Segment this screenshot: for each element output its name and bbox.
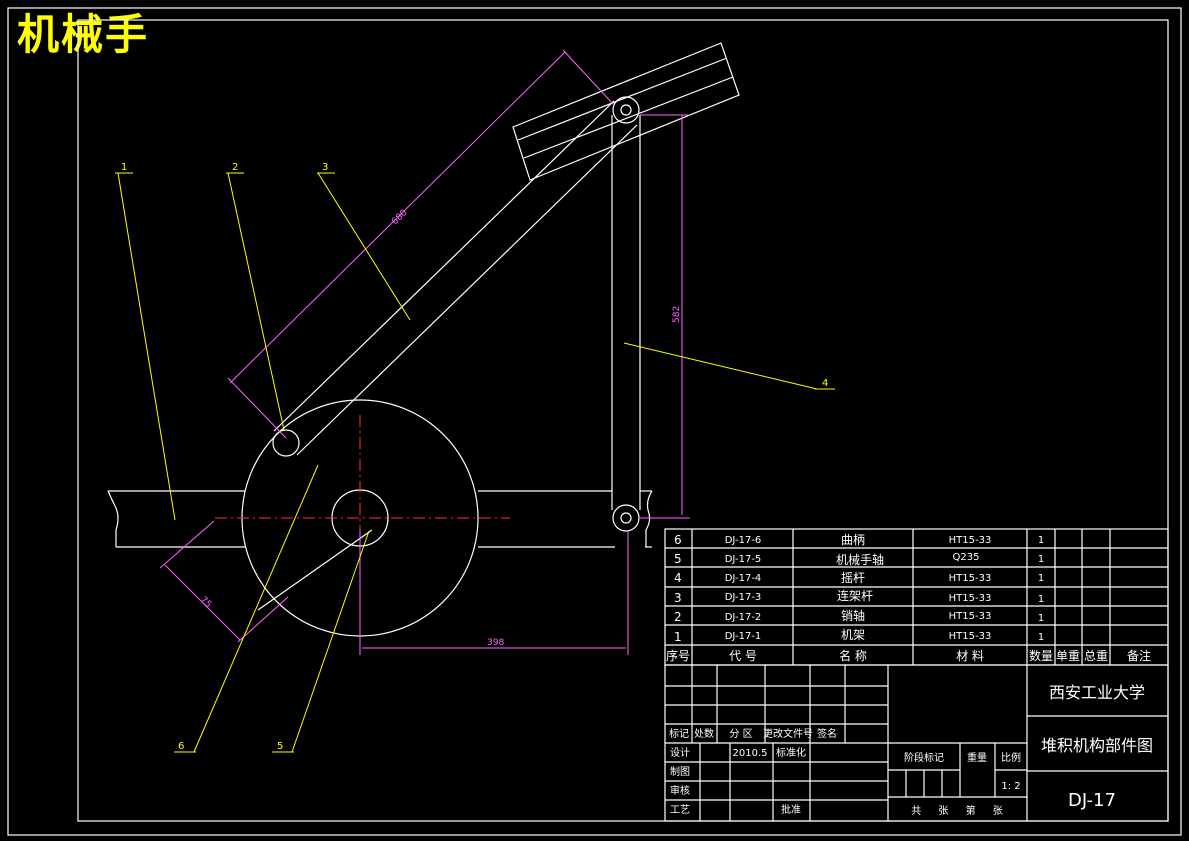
- parts-list: 6 DJ-17-6 曲柄 HT15-33 1 5 DJ-17-5 机械手轴 Q2…: [664, 528, 1169, 666]
- svg-text:4: 4: [822, 378, 828, 389]
- rocker-link: [611, 96, 641, 532]
- svg-text:材 料: 材 料: [956, 649, 984, 663]
- svg-text:1: 1: [1038, 613, 1044, 624]
- tb-process: 工艺: [670, 804, 690, 816]
- callout-1: 1: [115, 162, 176, 521]
- tb-sheets: 共 张 第 张: [911, 804, 1003, 817]
- callout-5: 5: [272, 530, 370, 753]
- tb-drawing-name: 堆积机构部件图: [1041, 736, 1153, 755]
- parts-row-5: 5 DJ-17-5 机械手轴 Q235 1: [674, 552, 1044, 567]
- svg-text:单重: 单重: [1056, 649, 1080, 663]
- parts-row-6: 6 DJ-17-6 曲柄 HT15-33 1: [674, 533, 1044, 547]
- svg-text:Q235: Q235: [953, 552, 980, 563]
- dim-680-label: 680: [390, 208, 410, 227]
- tb-draw: 制图: [670, 765, 690, 778]
- tb-scale-label: 比例: [1001, 751, 1021, 764]
- tb-mark: 标记: [669, 728, 689, 740]
- svg-text:DJ-17-3: DJ-17-3: [725, 592, 762, 603]
- svg-text:HT15-33: HT15-33: [949, 573, 992, 584]
- svg-text:1: 1: [1038, 535, 1044, 546]
- svg-text:3: 3: [674, 591, 682, 605]
- svg-text:5: 5: [674, 552, 682, 566]
- dimension-680: 680: [227, 49, 614, 439]
- svg-text:1: 1: [1038, 594, 1044, 605]
- svg-text:1: 1: [1038, 632, 1044, 643]
- dimension-398: 398: [359, 530, 629, 655]
- title-block: 标记 处数 分 区 更改文件号 签名 设计 2010.5 标准化 制图 审核 工…: [664, 664, 1169, 822]
- dim-582-label: 582: [672, 306, 682, 323]
- tb-stage: 阶段标记: [904, 751, 944, 764]
- svg-text:1: 1: [1038, 554, 1044, 565]
- svg-text:销轴: 销轴: [841, 608, 865, 623]
- svg-text:1: 1: [674, 630, 682, 644]
- dimension-75: 75: [159, 520, 289, 643]
- svg-text:总重: 总重: [1084, 649, 1108, 663]
- svg-text:6: 6: [178, 741, 184, 752]
- tb-design: 设计: [670, 746, 690, 759]
- svg-text:序号: 序号: [666, 648, 690, 663]
- dim-398-label: 398: [487, 638, 504, 648]
- dim-75-label: 75: [198, 595, 213, 610]
- svg-text:代 号: 代 号: [729, 649, 757, 663]
- svg-text:HT15-33: HT15-33: [949, 593, 992, 604]
- svg-text:备注: 备注: [1127, 648, 1151, 663]
- gripper-head: [512, 42, 740, 181]
- svg-text:数量: 数量: [1029, 648, 1053, 663]
- svg-text:HT15-33: HT15-33: [949, 631, 992, 642]
- tb-change-doc: 更改文件号: [763, 727, 813, 740]
- tb-review: 审核: [670, 784, 690, 797]
- svg-text:1: 1: [1038, 573, 1044, 584]
- pin-base: [612, 504, 640, 532]
- tb-sign: 签名: [817, 727, 837, 740]
- svg-text:摇杆: 摇杆: [841, 571, 865, 585]
- svg-text:DJ-17-5: DJ-17-5: [725, 554, 762, 565]
- svg-text:机械手轴: 机械手轴: [836, 552, 884, 567]
- manipulator-arm: [272, 100, 638, 457]
- tb-count: 处数: [694, 727, 714, 740]
- svg-text:3: 3: [322, 162, 328, 173]
- tb-zone: 分 区: [729, 728, 752, 740]
- pin-lower: [272, 429, 300, 457]
- tb-weight: 重量: [967, 751, 987, 764]
- tb-date: 2010.5: [733, 748, 768, 759]
- tb-approve: 批准: [781, 803, 801, 816]
- parts-row-3: 3 DJ-17-3 连架杆 HT15-33 1: [674, 588, 1044, 605]
- inner-border: [77, 19, 1169, 822]
- parts-row-4: 4 DJ-17-4 摇杆 HT15-33 1: [674, 571, 1044, 585]
- frame-base: [107, 490, 653, 548]
- crank-link: [257, 529, 373, 611]
- parts-row-1: 1 DJ-17-1 机架 HT15-33 1: [674, 628, 1044, 644]
- svg-text:DJ-17-2: DJ-17-2: [725, 612, 762, 623]
- svg-text:DJ-17-4: DJ-17-4: [725, 573, 762, 584]
- svg-text:HT15-33: HT15-33: [949, 611, 992, 622]
- mechanism: [107, 42, 740, 640]
- svg-text:HT15-33: HT15-33: [949, 535, 992, 546]
- tb-scale: 1: 2: [1001, 781, 1020, 792]
- svg-text:名 称: 名 称: [839, 648, 867, 663]
- svg-text:DJ-17-1: DJ-17-1: [725, 631, 762, 642]
- parts-header: 序号 代 号 名 称 材 料 数量 单重 总重 备注: [666, 648, 1151, 663]
- parts-row-2: 2 DJ-17-2 销轴 HT15-33 1: [674, 608, 1044, 624]
- svg-text:2: 2: [232, 162, 238, 173]
- tb-standardize: 标准化: [776, 746, 806, 759]
- svg-text:1: 1: [121, 162, 127, 173]
- tb-drawing-no: DJ-17: [1068, 790, 1116, 811]
- pin-top: [612, 96, 640, 124]
- svg-text:4: 4: [674, 571, 682, 585]
- svg-text:6: 6: [674, 533, 682, 547]
- callout-3: 3: [317, 162, 411, 321]
- svg-text:曲柄: 曲柄: [841, 533, 865, 547]
- callout-6: 6: [174, 464, 319, 753]
- dimension-582: 582: [640, 114, 690, 519]
- svg-text:机架: 机架: [841, 628, 865, 642]
- svg-text:2: 2: [674, 610, 682, 624]
- svg-text:5: 5: [277, 741, 283, 752]
- svg-text:DJ-17-6: DJ-17-6: [725, 535, 762, 546]
- callout-4: 4: [623, 342, 835, 390]
- tb-school: 西安工业大学: [1049, 683, 1145, 702]
- outer-border: [7, 7, 1182, 836]
- svg-text:连架杆: 连架杆: [837, 588, 873, 603]
- callout-2: 2: [226, 162, 285, 431]
